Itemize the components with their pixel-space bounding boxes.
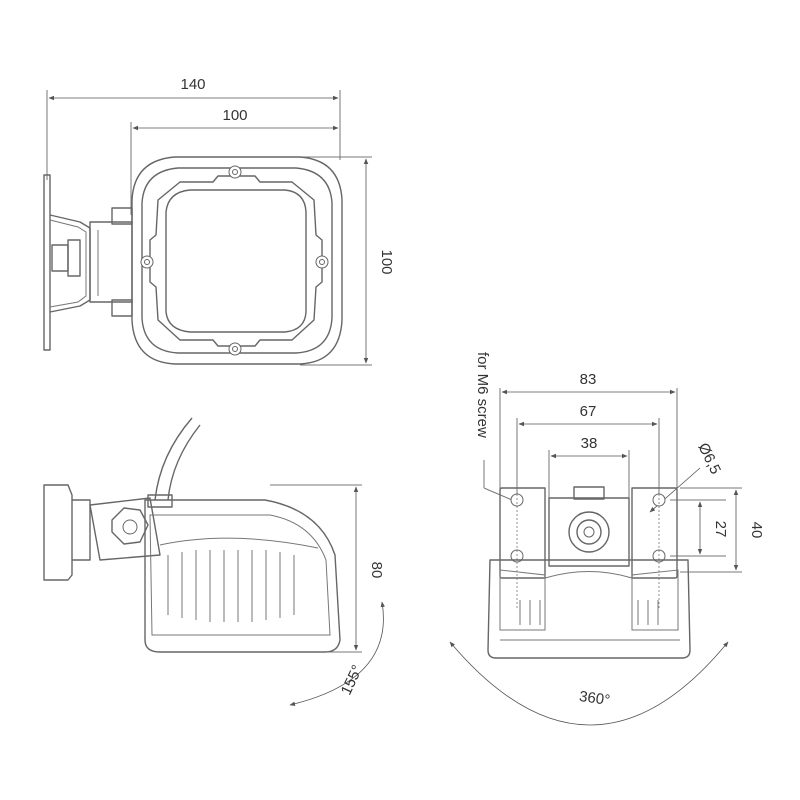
side-wall-plate <box>43 484 73 581</box>
bracket-plate-right <box>631 487 678 579</box>
cable-gland <box>147 494 173 508</box>
dim-83-label: 83 <box>580 371 597 388</box>
dim-38-label: 38 <box>581 435 598 452</box>
screw-note: for M6 screw <box>474 352 491 438</box>
connector-cap <box>573 486 605 500</box>
dim-80-label: 80 <box>368 562 385 579</box>
dim-67-label: 67 <box>580 403 597 420</box>
lens <box>165 189 307 333</box>
cable <box>167 424 201 501</box>
connector-ring <box>568 511 610 553</box>
side-housing <box>144 499 341 653</box>
dim-100-v-label: 100 <box>378 249 395 274</box>
cooling-fins <box>167 550 295 622</box>
lamp-housing <box>131 156 343 365</box>
pivot-bolt-icon <box>111 507 149 545</box>
lamp-body-bottom <box>487 559 691 659</box>
rotation-arc-360 <box>449 641 729 726</box>
angle-arc-155 <box>289 601 386 707</box>
wall-plate <box>43 174 51 351</box>
front-view: 140 100 100 <box>43 76 395 366</box>
dim-100-h-label: 100 <box>222 107 247 124</box>
diameter-label: Ø6,5 <box>694 440 724 477</box>
side-bracket <box>89 221 133 303</box>
lens-frame <box>149 175 323 347</box>
angle-155-label: 155° <box>338 662 367 697</box>
bracket-view: for M6 screw 83 67 38 Ø6,5 27 40 <box>449 352 765 726</box>
side-view: 80 155° <box>43 417 386 707</box>
screw-note-leader <box>483 487 513 501</box>
dim-27-label: 27 <box>712 521 729 538</box>
bolt-head <box>51 244 69 272</box>
rotation-360-label: 360° <box>578 688 611 709</box>
dim-140-label: 140 <box>180 76 205 93</box>
center-block <box>548 497 630 567</box>
dim-40-label: 40 <box>748 522 765 539</box>
